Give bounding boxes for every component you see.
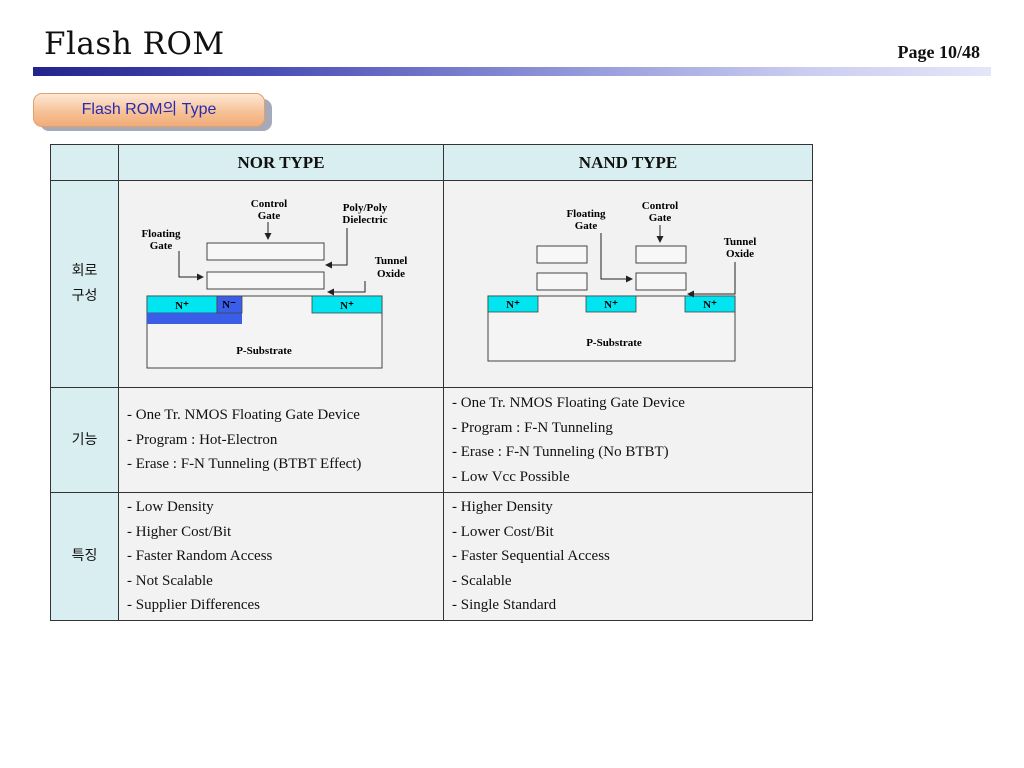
nand-floating-gate-label-1: Floating: [566, 208, 606, 220]
nor-n-plus-right-label: N⁺: [340, 300, 354, 312]
nor-substrate-label: P-Substrate: [236, 345, 292, 357]
nand-n-plus-1-label: N⁺: [506, 299, 520, 311]
row-label-function: 기능: [50, 387, 119, 493]
nor-n-plus-left-label: N⁺: [175, 300, 189, 312]
list-item: - Program : F-N Tunneling: [452, 419, 613, 436]
nor-dielectric-arrow: [325, 228, 348, 269]
nor-floating-gate: [206, 271, 325, 290]
list-item: - Low Vcc Possible: [452, 468, 570, 485]
nor-function-cell: - One Tr. NMOS Floating Gate Device - Pr…: [118, 387, 444, 493]
nor-tunnel-oxide-label-2: Oxide: [377, 268, 405, 280]
nand-control-gate-label-1: Control: [642, 200, 678, 212]
nand-n-plus-3-label: N⁺: [703, 299, 717, 311]
nand-feature-list: - Higher Density - Lower Cost/Bit - Fast…: [444, 493, 812, 620]
row-label-circuit: 회로 구성: [50, 180, 119, 388]
page-title: Flash ROM: [44, 26, 225, 62]
row-label-circuit-line2: 구성: [71, 288, 98, 304]
header-nor: NOR TYPE: [118, 144, 444, 181]
list-item: - One Tr. NMOS Floating Gate Device: [127, 407, 360, 424]
nor-tunnel-oxide-label-1: Tunnel: [375, 255, 408, 267]
list-item: - Faster Sequential Access: [452, 548, 610, 565]
page-number: Page 10/48: [897, 42, 981, 62]
list-item: - Low Density: [127, 499, 214, 516]
nand-feature-cell: - Higher Density - Lower Cost/Bit - Fast…: [443, 492, 813, 621]
list-item: - Erase : F-N Tunneling (No BTBT): [452, 444, 669, 460]
nand-diagram-cell: N⁺ N⁺ N⁺ P-Substrate Floating Gate Contr…: [443, 180, 813, 388]
list-item: - Supplier Differences: [127, 597, 261, 614]
list-item: - Faster Random Access: [127, 548, 273, 565]
nand-control-gate-label-2: Gate: [649, 212, 672, 224]
nand-cell-diagram: N⁺ N⁺ N⁺ P-Substrate Floating Gate Contr…: [487, 200, 757, 362]
list-item: - One Tr. NMOS Floating Gate Device: [452, 395, 685, 411]
nand-function-list: - One Tr. NMOS Floating Gate Device - Pr…: [444, 389, 812, 491]
nor-feature-cell: - Low Density - Higher Cost/Bit - Faster…: [118, 492, 444, 621]
nand-tunnel-oxide-label-1: Tunnel: [724, 236, 757, 248]
nor-diagram-cell: N⁺ N⁻ N⁺ P-Substrate Control Gate Poly/P…: [118, 180, 444, 388]
list-item: - Higher Cost/Bit: [127, 523, 232, 540]
nor-tunnel-oxide-arrow: [327, 281, 366, 296]
nand-control-gate-1: [536, 245, 588, 264]
comparison-table: NOR TYPE NAND TYPE 회로 구성 N⁺ N⁻: [50, 144, 813, 621]
table-header-row: NOR TYPE NAND TYPE: [50, 144, 813, 181]
list-item: - Not Scalable: [127, 572, 213, 589]
nor-function-list: - One Tr. NMOS Floating Gate Device - Pr…: [119, 401, 443, 479]
nor-floating-gate-arrow: [178, 251, 204, 281]
table-row-circuit: 회로 구성 N⁺ N⁻ N⁺ P-Substrate: [50, 180, 813, 388]
nor-control-gate: [206, 242, 325, 261]
nor-n-minus-extension: [147, 313, 242, 324]
list-item: - Program : Hot-Electron: [127, 431, 278, 448]
nand-n-plus-1: [487, 295, 539, 313]
list-item: - Scalable: [452, 572, 512, 589]
table-row-function: 기능 - One Tr. NMOS Floating Gate Device -…: [50, 387, 813, 493]
nand-floating-gate-arrow: [600, 233, 633, 283]
nor-floating-gate-label-2: Gate: [150, 240, 173, 252]
list-item: - Single Standard: [452, 597, 557, 614]
nand-tunnel-oxide-arrow: [687, 262, 736, 298]
nand-control-gate-2: [635, 245, 687, 264]
nand-tunnel-oxide-label-2: Oxide: [726, 248, 754, 260]
nor-control-gate-label-2: Gate: [258, 210, 281, 222]
nor-poly-dielectric-label-2: Dielectric: [342, 214, 387, 226]
nor-n-minus-region: [216, 295, 243, 314]
nand-substrate-label: P-Substrate: [586, 337, 642, 349]
nor-poly-dielectric-label-1: Poly/Poly: [343, 202, 388, 214]
nor-feature-list: - Low Density - Higher Cost/Bit - Faster…: [119, 493, 443, 620]
nand-floating-gate-1: [536, 272, 588, 291]
nor-n-minus-label: N⁻: [222, 299, 236, 311]
header-empty-cell: [50, 144, 119, 181]
nand-function-cell: - One Tr. NMOS Floating Gate Device - Pr…: [443, 387, 813, 493]
row-label-feature: 특징: [50, 492, 119, 621]
nor-control-gate-label-1: Control: [251, 198, 287, 210]
list-item: - Lower Cost/Bit: [452, 523, 554, 540]
nand-n-plus-2: [585, 295, 637, 313]
table-row-feature: 특징 - Low Density - Higher Cost/Bit - Fas…: [50, 492, 813, 621]
nor-n-plus-drain: [311, 295, 383, 314]
title-underline-bar: [33, 67, 991, 76]
nand-n-plus-3: [684, 295, 736, 313]
list-item: - Higher Density: [452, 499, 553, 516]
row-label-circuit-line1: 회로: [71, 263, 98, 279]
header-nand: NAND TYPE: [443, 144, 813, 181]
nand-floating-gate-2: [635, 272, 687, 291]
section-tab: Flash ROM의 Type: [33, 93, 265, 127]
nor-floating-gate-label-1: Floating: [141, 228, 181, 240]
nand-n-plus-2-label: N⁺: [604, 299, 618, 311]
nand-floating-gate-label-2: Gate: [575, 220, 598, 232]
list-item: - Erase : F-N Tunneling (BTBT Effect): [127, 456, 362, 473]
nor-cell-diagram: N⁺ N⁻ N⁺ P-Substrate Control Gate Poly/P…: [141, 198, 408, 369]
